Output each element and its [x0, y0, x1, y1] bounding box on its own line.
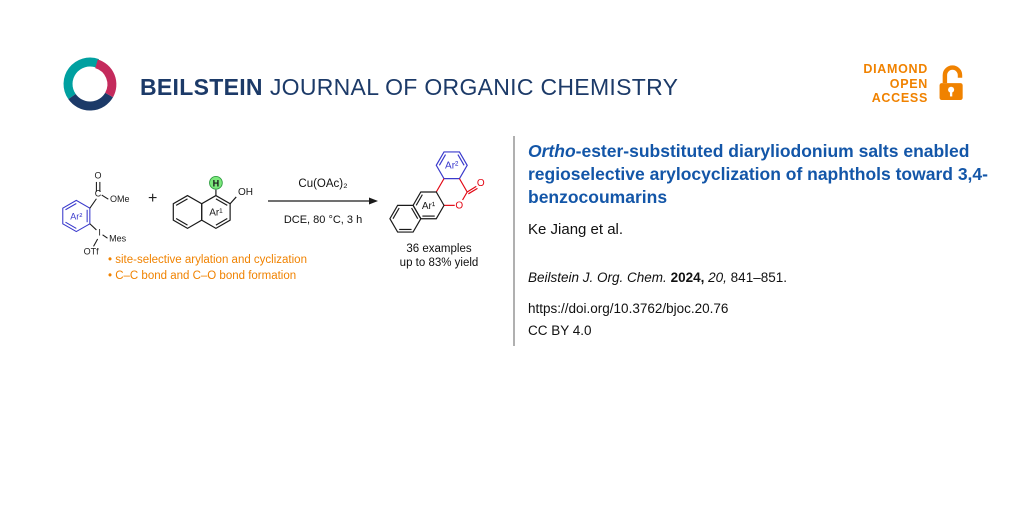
product-ar1-double-bonds — [415, 194, 435, 217]
lock-shackle — [942, 65, 963, 83]
reactant-iodonium-structure: Ar² C O OMe I Mes OTf — [62, 170, 130, 257]
ome-label: OMe — [110, 194, 130, 204]
license-text: CC BY 4.0 — [528, 323, 592, 338]
mesityl-label: Mes — [109, 233, 127, 243]
naphthol-double-bonds — [175, 198, 228, 226]
reaction-arrow: Cu(OAc)₂ DCE, 80 °C, 3 h — [268, 178, 378, 226]
triflate-label: OTf — [84, 247, 100, 257]
article-title-rest: -ester-substituted diaryliodonium salts … — [528, 141, 988, 207]
conditions-label: DCE, 80 °C, 3 h — [283, 214, 363, 226]
product-benzo-ring — [389, 204, 422, 233]
yield-note: up to 83% yield — [399, 257, 479, 269]
ar1-label: Ar¹ — [209, 208, 223, 219]
lactone-carbonyl-o-label: O — [477, 178, 485, 189]
iodine-bonds — [89, 223, 108, 247]
product-ar1-label: Ar¹ — [422, 201, 436, 212]
naphthol-left-ring — [172, 194, 203, 230]
product-benzo-double-bonds — [392, 207, 419, 231]
iodine-label: I — [98, 228, 101, 238]
ester-carbonyl-o-label: O — [95, 170, 102, 180]
product-ar2-label: Ar² — [445, 160, 459, 171]
oa-badge-line2: OPEN — [889, 76, 928, 91]
oa-badge-line3: ACCESS — [871, 91, 928, 105]
lock-keyhole — [948, 86, 955, 93]
lactone-ring-o-label: O — [455, 201, 463, 212]
diamond-open-access-badge: DIAMOND OPEN ACCESS — [863, 62, 968, 106]
reagent-label: Cu(OAc)₂ — [298, 178, 348, 190]
reaction-scheme: Ar² C O OMe I Mes OTf + — [50, 138, 520, 298]
article-title: Ortho-ester-substituted diaryliodonium s… — [528, 140, 990, 209]
examples-count: 36 examples — [406, 243, 472, 255]
article-authors: Ke Jiang et al. — [528, 221, 624, 238]
citation-volume: 20, — [708, 270, 727, 285]
ar2-label: Ar² — [70, 212, 82, 222]
journal-name-rest: JOURNAL OF ORGANIC CHEMISTRY — [269, 74, 679, 100]
highlight-bullets: • site-selective arylation and cyclizati… — [108, 252, 307, 284]
lactone-ring-bonds — [435, 178, 478, 206]
citation-year: 2024, — [670, 270, 705, 285]
highlighted-h-circle — [209, 175, 223, 190]
beilstein-logo — [63, 57, 117, 111]
journal-name-bold: BEILSTEIN — [140, 74, 263, 100]
product-ar2-double-bonds — [438, 154, 465, 166]
citation-journal: Beilstein J. Org. Chem. — [528, 270, 667, 285]
logo-crimson-arc — [94, 59, 117, 98]
ester-carbon-label: C — [95, 188, 102, 198]
oa-badge-text: DIAMOND OPEN ACCESS — [863, 62, 928, 106]
oh-label: OH — [238, 187, 253, 198]
vertical-divider — [513, 136, 515, 346]
citation-pages: 841–851. — [730, 270, 787, 285]
bullet-point-1: • site-selective arylation and cyclizati… — [108, 254, 307, 266]
article-info: Ortho-ester-substituted diaryliodonium s… — [528, 140, 990, 338]
doi-text: https://doi.org/10.3762/bjoc.20.76 — [528, 301, 729, 316]
plus-sign: + — [148, 190, 158, 207]
open-access-lock-icon — [939, 65, 963, 100]
article-citation: Beilstein J. Org. Chem. 2024, 20, 841–85… — [528, 270, 990, 285]
ar2-ring-double-bonds — [65, 203, 88, 229]
ester-bonds — [89, 181, 109, 209]
logo-navy-arc — [68, 92, 113, 111]
logo-teal-arc — [63, 57, 100, 100]
highlighted-h-label: H — [213, 178, 220, 188]
oa-badge-line1: DIAMOND — [863, 62, 928, 76]
reactant-naphthol-structure: Ar¹ OH H — [172, 175, 253, 230]
oh-bond — [229, 196, 237, 205]
product-stats: 36 examples up to 83% yield — [380, 242, 498, 270]
bullet-point-2: • C–C bond and C–O bond formation — [108, 270, 297, 282]
arrow-icon — [268, 197, 378, 205]
lock-keyhole-slot — [949, 91, 953, 97]
product-benzocoumarin-structure: Ar² O O Ar¹ — [389, 151, 485, 233]
article-title-italic: Ortho — [528, 141, 576, 161]
